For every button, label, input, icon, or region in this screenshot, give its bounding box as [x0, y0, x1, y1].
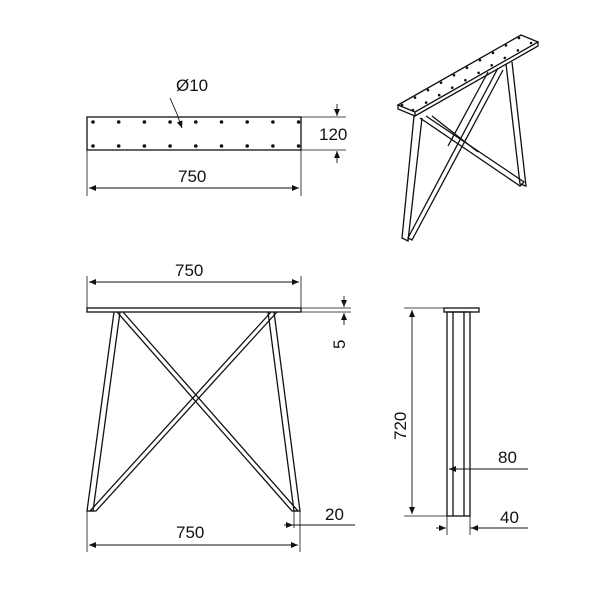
hole-leader-arrow: [176, 113, 183, 129]
iso-plate-holes: [400, 36, 533, 112]
iso-plate-hole: [424, 101, 428, 104]
plate-hole: [91, 120, 95, 124]
iso-plate-hole: [529, 41, 533, 45]
plate-hole: [116, 144, 121, 148]
side-width-label: 80: [498, 448, 517, 467]
iso-plate-hole: [426, 88, 430, 92]
iso-plate-hole: [411, 108, 415, 112]
front-plate: [86, 307, 302, 313]
iso-plate-hole: [452, 73, 456, 77]
plate-hole: [168, 144, 172, 148]
iso-plate-hole: [517, 36, 521, 40]
iso-brace-left: [419, 115, 526, 187]
iso-plate-hole: [478, 59, 482, 62]
plate-outline: [86, 116, 302, 151]
plate-hole: [219, 144, 224, 148]
iso-plate-hole: [491, 51, 495, 55]
plate-hole: [271, 120, 275, 124]
foot-offset-label: 20: [325, 505, 344, 524]
iso-plate-hole: [477, 71, 480, 75]
side-height-label: 720: [391, 412, 410, 440]
profile-label: 40: [500, 508, 519, 527]
iso-plate-hole: [464, 78, 467, 82]
hole-diameter-label: Ø10: [176, 76, 208, 95]
iso-plate-hole: [400, 103, 404, 107]
plate-hole: [91, 144, 95, 148]
plate-hole: [168, 120, 172, 124]
plate-hole: [194, 144, 198, 148]
isometric-view: [396, 34, 540, 242]
plate-thickness-label: 5: [330, 340, 349, 349]
front-top-width-label: 750: [175, 261, 203, 280]
front-view: 750 5 750 20: [86, 261, 355, 552]
plate-holes: [91, 120, 301, 148]
plate-height-label: 120: [319, 125, 347, 144]
plate-hole: [142, 120, 147, 124]
hole-leader: [169, 97, 178, 115]
iso-plate-top: [396, 34, 540, 113]
plate-view: Ø10 120 750: [86, 76, 347, 196]
iso-leg-left-front: [401, 115, 423, 242]
iso-plate-hole: [504, 44, 508, 47]
plate-hole: [219, 120, 224, 124]
front-bottom-width-label: 750: [176, 523, 204, 542]
iso-plate-hole: [503, 56, 507, 60]
plate-hole: [116, 120, 121, 124]
plate-width-label: 750: [178, 167, 206, 186]
plate-hole: [194, 120, 198, 124]
plate-hole: [296, 144, 301, 148]
iso-plate-hole: [439, 81, 443, 84]
front-brace-rl: [88, 311, 278, 512]
plate-hole: [296, 120, 301, 124]
iso-plate-hole: [451, 86, 454, 89]
plate-hole: [142, 144, 147, 148]
iso-leg-left-inner: [431, 115, 479, 153]
iso-plate-hole: [490, 64, 494, 67]
iso-plate-hole: [516, 49, 520, 52]
plate-hole: [245, 144, 249, 148]
side-leg-outer: [446, 311, 471, 517]
iso-plate-hole: [413, 96, 417, 99]
front-leg-left: [86, 311, 121, 512]
side-view: 720 80 40: [391, 307, 528, 535]
front-brace-lr: [116, 311, 300, 512]
iso-plate-hole: [465, 66, 469, 70]
iso-leg-right-back: [505, 61, 527, 187]
iso-brace-right: [407, 67, 504, 241]
iso-plate-hole: [437, 93, 441, 97]
plate-hole: [245, 120, 249, 124]
plate-hole: [271, 144, 275, 148]
front-leg-right: [267, 311, 301, 512]
